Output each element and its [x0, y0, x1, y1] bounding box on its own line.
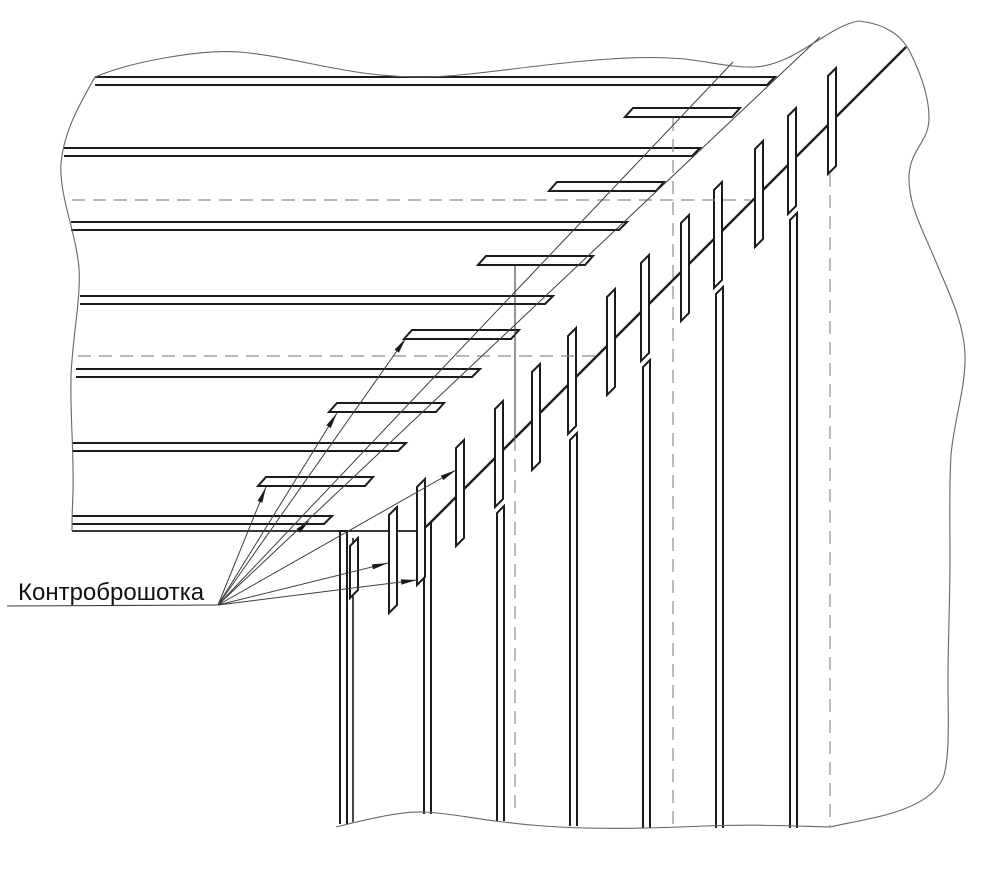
v-counter-batten-slat: [349, 535, 359, 601]
arrowhead: [440, 470, 456, 481]
drawing-layers: [6, 20, 966, 829]
leader-line: [217, 486, 267, 606]
h-counter-batten-slat: [326, 402, 447, 413]
v-counter-batten-slat: [455, 437, 465, 549]
leader-line: [217, 579, 418, 606]
h-counter-batten-slat: [546, 181, 667, 192]
v-counter-batten-slat: [713, 179, 723, 291]
v-batten: [642, 357, 651, 828]
leader-line: [217, 469, 457, 606]
v-batten: [423, 519, 432, 814]
v-counter-batten-slat: [494, 398, 504, 510]
h-counter-batten-slat: [622, 107, 743, 118]
v-counter-batten-slat: [640, 252, 650, 364]
v-batten: [715, 284, 724, 828]
v-batten: [496, 503, 505, 821]
arrowhead: [394, 338, 406, 353]
leader-line: [217, 412, 338, 606]
construction-diagonal: [217, 36, 821, 606]
v-counter-batten-slat: [754, 138, 764, 250]
break-line-right: [830, 20, 966, 828]
v-counter-batten-slat: [388, 504, 398, 616]
v-batten: [789, 210, 798, 828]
v-counter-batten-slat: [567, 325, 577, 437]
v-counter-batten-slat: [531, 361, 541, 473]
break-line-bottom: [335, 811, 832, 829]
h-batten: [95, 76, 778, 86]
break-line-left: [60, 76, 96, 532]
v-counter-batten-slat: [606, 286, 616, 398]
arrowhead: [371, 563, 388, 570]
h-counter-batten-slat: [475, 255, 596, 266]
v-counter-batten-slat: [416, 476, 426, 588]
label-underline: [6, 604, 219, 607]
h-counter-batten-slat: [401, 329, 522, 340]
v-counter-batten-slat: [680, 212, 690, 324]
arrowhead: [326, 413, 337, 428]
arrowhead: [296, 520, 310, 533]
hip-line: [423, 46, 907, 530]
arrowhead: [257, 487, 266, 503]
construction-diagonal: [217, 61, 734, 606]
h-batten: [64, 147, 703, 157]
break-line-top: [94, 20, 859, 78]
h-batten: [72, 515, 335, 525]
h-batten: [72, 442, 409, 452]
arrowhead: [400, 579, 417, 585]
v-counter-batten-slat: [827, 65, 837, 177]
h-batten: [76, 368, 483, 378]
v-batten: [569, 430, 578, 826]
label-counter-batten: Контроброшотка: [18, 579, 205, 606]
h-batten: [71, 221, 630, 231]
h-batten: [80, 295, 556, 305]
leader-line: [217, 562, 389, 606]
v-counter-batten-slat: [787, 105, 797, 217]
leader-line: [217, 337, 407, 606]
h-counter-batten-slat: [255, 476, 376, 487]
v-batten: [339, 530, 348, 824]
